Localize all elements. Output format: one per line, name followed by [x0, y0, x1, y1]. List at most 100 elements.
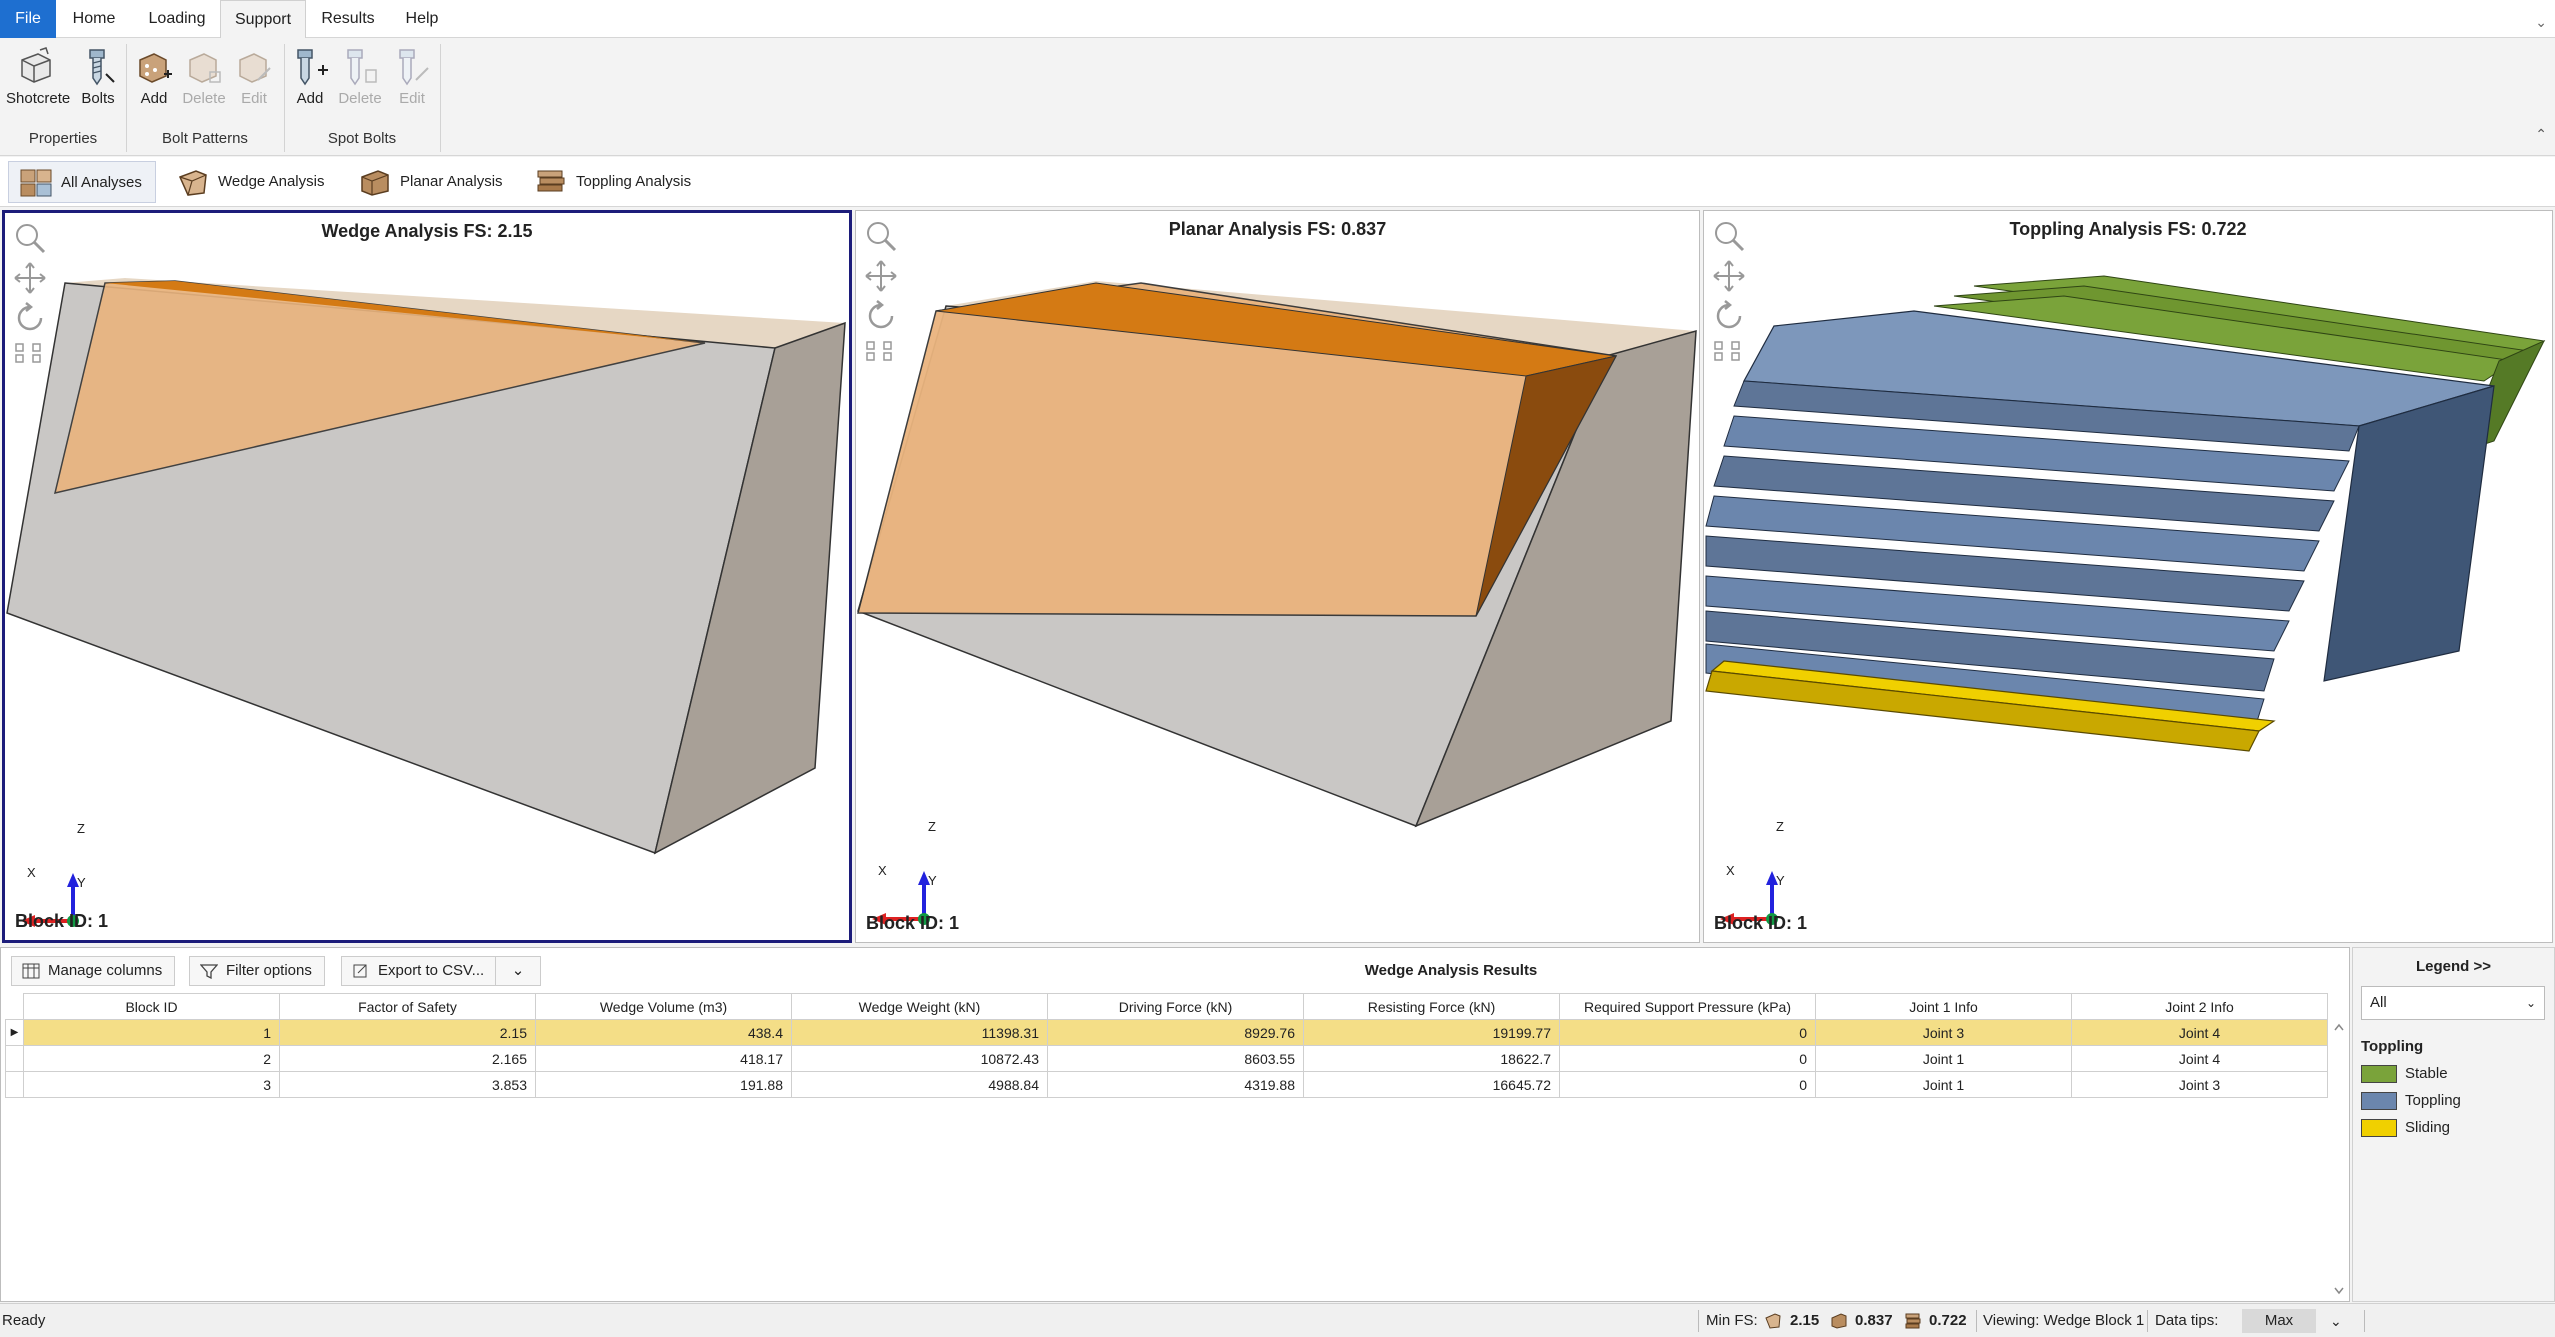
bolt-pattern-delete-button[interactable]: Delete — [174, 46, 234, 107]
shotcrete-button[interactable]: Shotcrete — [6, 46, 70, 107]
table-cell[interactable]: 8929.76 — [1047, 1019, 1304, 1046]
table-cell[interactable]: 10872.43 — [791, 1045, 1048, 1072]
wedge-3d-model — [6, 278, 846, 855]
table-cell[interactable]: Joint 1 — [1815, 1045, 2072, 1072]
table-cell[interactable]: 16645.72 — [1303, 1071, 1560, 1098]
table-cell[interactable]: 438.4 — [535, 1019, 792, 1046]
results-panel: Manage columns Filter options Export to … — [0, 947, 2350, 1302]
tab-planar-analysis[interactable]: Planar Analysis — [348, 161, 514, 203]
data-tips-select[interactable]: Max — [2242, 1309, 2316, 1333]
table-row[interactable]: ▶ 1 2.15 438.4 11398.31 8929.76 19199.77… — [5, 1019, 2328, 1046]
wedge-analysis-icon — [178, 170, 207, 196]
tabs-overflow-chevron-icon[interactable]: ⌄ — [2535, 14, 2547, 30]
spot-bolt-add-button[interactable]: Add — [280, 46, 340, 107]
spot-bolt-edit-button[interactable]: Edit — [382, 46, 442, 107]
menu-home[interactable]: Home — [72, 10, 116, 27]
table-cell[interactable]: 0 — [1559, 1071, 1816, 1098]
export-csv-button[interactable]: Export to CSV... — [341, 956, 498, 986]
rotate-icon[interactable] — [13, 301, 47, 335]
table-cell[interactable]: Joint 4 — [2071, 1019, 2328, 1046]
table-cell[interactable]: 2.15 — [279, 1019, 536, 1046]
tab-wedge-analysis[interactable]: Wedge Analysis — [166, 161, 336, 203]
min-fs-toppling: 0.722 — [1929, 1312, 1967, 1329]
table-cell[interactable]: 1 — [23, 1019, 280, 1046]
col-resisting-force[interactable]: Resisting Force (kN) — [1303, 993, 1560, 1020]
table-cell[interactable]: Joint 3 — [2071, 1071, 2328, 1098]
zoom-icon[interactable] — [13, 221, 47, 255]
table-cell[interactable]: Joint 4 — [2071, 1045, 2328, 1072]
col-wedge-volume[interactable]: Wedge Volume (m3) — [535, 993, 792, 1020]
table-cell[interactable]: 191.88 — [535, 1071, 792, 1098]
bolt-pattern-add-button[interactable]: Add — [124, 46, 184, 107]
filter-options-button[interactable]: Filter options — [189, 956, 325, 986]
bolts-button[interactable]: Bolts — [68, 46, 128, 107]
menu-help[interactable]: Help — [405, 10, 439, 27]
col-joint-2-info[interactable]: Joint 2 Info — [2071, 993, 2328, 1020]
legend-label: Toppling — [2405, 1092, 2461, 1109]
manage-columns-button[interactable]: Manage columns — [11, 956, 176, 986]
zoom-extents-icon[interactable] — [13, 341, 47, 365]
ribbon: Shotcrete Bolts Properties Add Delete — [0, 38, 2555, 156]
toppling-viewport[interactable]: Toppling Analysis FS: 0.722 X Z Y Block … — [1703, 210, 2553, 943]
spot-bolt-delete-button[interactable]: Delete — [330, 46, 390, 107]
zoom-icon[interactable] — [864, 219, 898, 253]
zoom-extents-icon[interactable] — [1712, 339, 1746, 363]
pan-icon[interactable] — [1712, 259, 1746, 293]
legend-title[interactable]: Legend >> — [2415, 958, 2492, 975]
results-title: Wedge Analysis Results — [1364, 962, 1538, 979]
table-cell[interactable]: 19199.77 — [1303, 1019, 1560, 1046]
rotate-icon[interactable] — [1712, 299, 1746, 333]
axis-x-label: X — [878, 863, 887, 878]
menu-loading[interactable]: Loading — [148, 10, 206, 27]
table-row[interactable]: 2 2.165 418.17 10872.43 8603.55 18622.7 … — [5, 1045, 2328, 1072]
table-cell[interactable]: 418.17 — [535, 1045, 792, 1072]
menu-results[interactable]: Results — [321, 10, 375, 27]
table-cell[interactable]: 2 — [23, 1045, 280, 1072]
results-scrollbar[interactable] — [2331, 1020, 2347, 1298]
data-tips-chevron-down-icon[interactable]: ⌄ — [2330, 1313, 2342, 1329]
planar-viewport[interactable]: Planar Analysis FS: 0.837 X Z Y Block ID… — [855, 210, 1700, 943]
legend-item-stable: Stable — [2361, 1064, 2448, 1084]
bolt-pattern-add-label: Add — [140, 90, 168, 107]
zoom-extents-icon[interactable] — [864, 339, 898, 363]
pan-icon[interactable] — [13, 261, 47, 295]
wedge-viewport[interactable]: Wedge Analysis FS: 2.15 X Z Y Block ID: … — [2, 210, 852, 943]
pan-icon[interactable] — [864, 259, 898, 293]
table-cell[interactable]: 2.165 — [279, 1045, 536, 1072]
table-row[interactable]: 3 3.853 191.88 4988.84 4319.88 16645.72 … — [5, 1071, 2328, 1098]
col-required-support-pressure[interactable]: Required Support Pressure (kPa) — [1559, 993, 1816, 1020]
table-cell[interactable]: 4988.84 — [791, 1071, 1048, 1098]
col-wedge-weight[interactable]: Wedge Weight (kN) — [791, 993, 1048, 1020]
chevron-down-icon: ⌄ — [511, 962, 525, 979]
col-factor-of-safety[interactable]: Factor of Safety — [279, 993, 536, 1020]
bolt-pattern-edit-button[interactable]: Edit — [224, 46, 284, 107]
menu-file[interactable]: File — [0, 0, 56, 38]
menu-support[interactable]: Support — [220, 0, 306, 39]
toppling-block-side — [2323, 385, 2495, 682]
tab-toppling-analysis[interactable]: Toppling Analysis — [524, 161, 708, 203]
table-cell[interactable]: 11398.31 — [791, 1019, 1048, 1046]
collapse-ribbon-icon[interactable]: ⌃ — [2535, 126, 2547, 142]
status-bar: Ready Min FS: 2.15 0.837 0.722 Viewing: … — [0, 1303, 2555, 1337]
table-cell[interactable]: Joint 1 — [1815, 1071, 2072, 1098]
rotate-icon[interactable] — [864, 299, 898, 333]
table-cell[interactable]: 3 — [23, 1071, 280, 1098]
table-cell[interactable]: 0 — [1559, 1019, 1816, 1046]
table-cell[interactable]: Joint 3 — [1815, 1019, 2072, 1046]
zoom-icon[interactable] — [1712, 219, 1746, 253]
export-dropdown-button[interactable]: ⌄ — [495, 956, 541, 986]
col-joint-1-info[interactable]: Joint 1 Info — [1815, 993, 2072, 1020]
spot-bolt-add-icon — [297, 49, 328, 86]
col-driving-force[interactable]: Driving Force (kN) — [1047, 993, 1304, 1020]
tab-all-analyses[interactable]: All Analyses — [8, 161, 156, 203]
table-cell[interactable]: 18622.7 — [1303, 1045, 1560, 1072]
spot-bolt-edit-icon — [399, 49, 429, 86]
table-cell[interactable]: 0 — [1559, 1045, 1816, 1072]
table-cell[interactable]: 8603.55 — [1047, 1045, 1304, 1072]
table-cell[interactable]: 4319.88 — [1047, 1071, 1304, 1098]
col-block-id[interactable]: Block ID — [23, 993, 280, 1020]
view-tabs: All Analyses Wedge Analysis Planar Analy… — [0, 157, 2555, 207]
legend-filter-select[interactable]: All ⌄ — [2361, 986, 2545, 1020]
table-cell[interactable]: 3.853 — [279, 1071, 536, 1098]
toppling-block — [1733, 380, 2360, 452]
